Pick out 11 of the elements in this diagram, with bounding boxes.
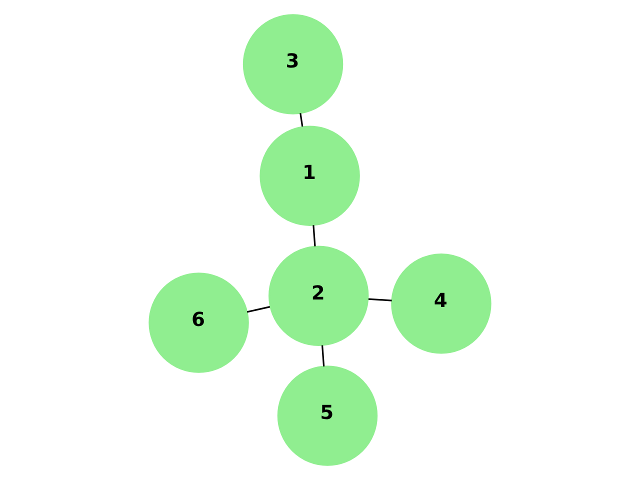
node-circle: 4: [391, 254, 492, 354]
connector: [312, 225, 316, 246]
node-circle: 5: [277, 366, 378, 466]
connector: [300, 113, 304, 127]
node-circle: 6: [148, 272, 249, 373]
node-circle: 3: [242, 14, 344, 114]
node-circle: 2: [268, 246, 369, 346]
connector: [368, 298, 392, 302]
connector: [321, 345, 325, 366]
connector: [246, 306, 270, 313]
node-circle: 1: [260, 126, 360, 226]
